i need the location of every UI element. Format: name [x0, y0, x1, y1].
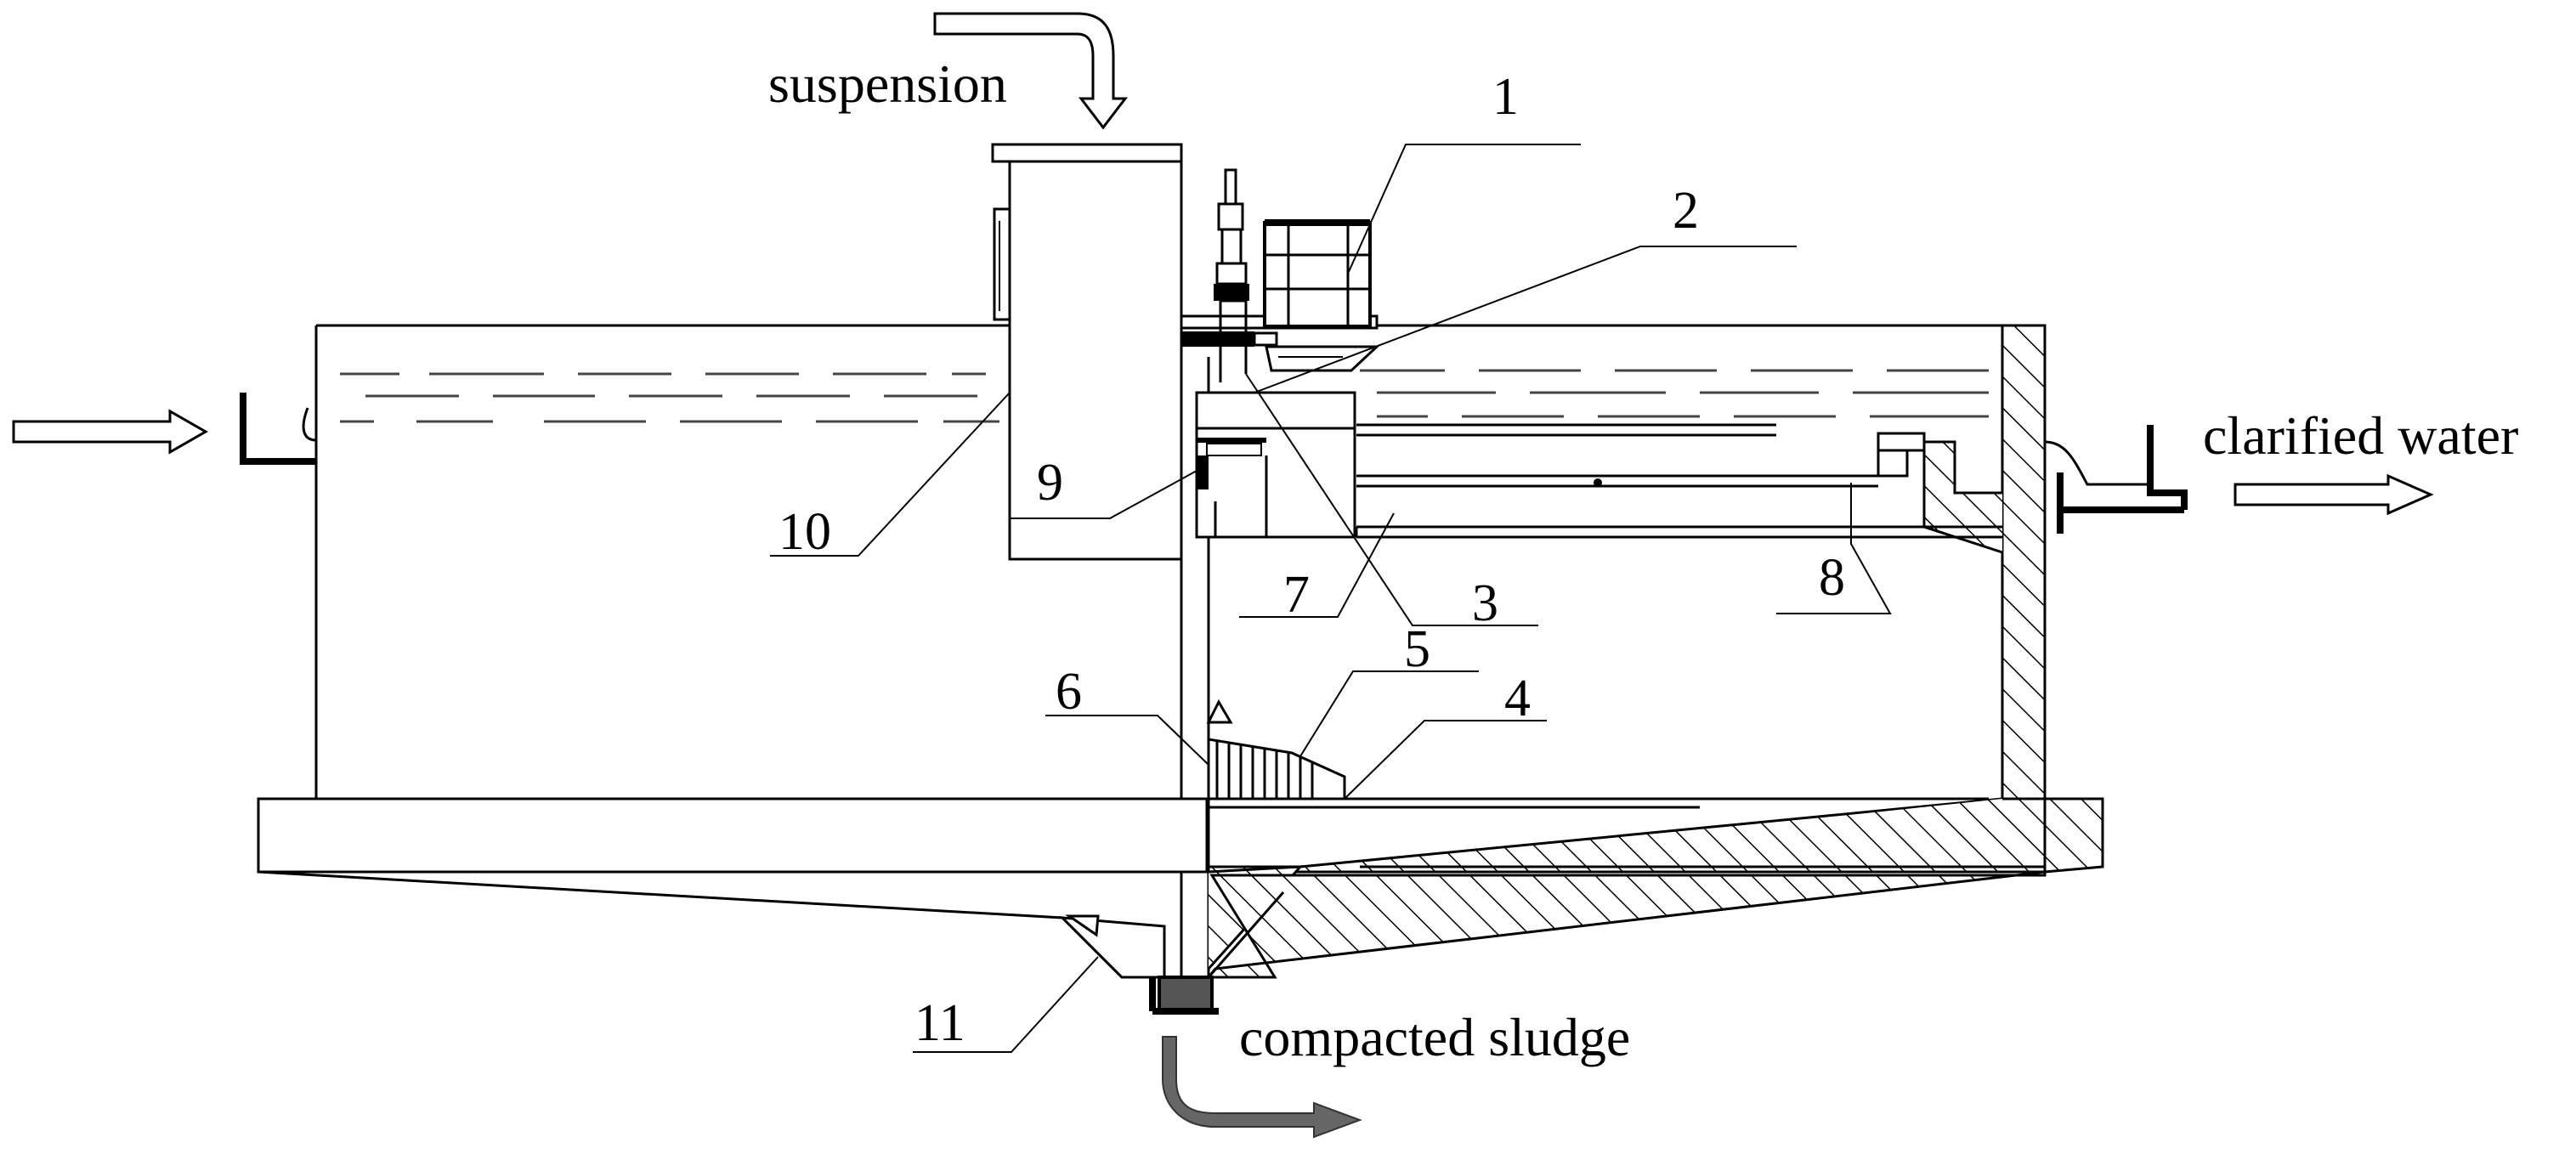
sludge-arrow — [1162, 1036, 1362, 1139]
feed-well — [991, 143, 1183, 561]
inlet-arrow — [12, 409, 209, 455]
callout-8: 8 — [1819, 549, 1845, 607]
scraper-assembly — [1206, 699, 1989, 809]
suspension-feed-arrow — [933, 12, 1129, 130]
callout-11: 11 — [914, 994, 965, 1052]
rotating-arm — [1195, 391, 1356, 539]
suspension-label: suspension — [768, 54, 1007, 114]
sludge-outlet — [1149, 976, 1219, 1015]
callout-7: 7 — [1283, 566, 1310, 624]
outlet-arrow — [2233, 473, 2434, 516]
drive-platform — [1180, 219, 1380, 372]
left-tank-wall — [314, 144, 1011, 799]
callout-2: 2 — [1673, 182, 1699, 240]
callout-9: 9 — [1037, 454, 1063, 512]
water-surface-left — [340, 372, 999, 423]
clarified-water-label: clarified water — [2203, 405, 2518, 466]
compacted-sludge-label: compacted sludge — [1239, 1007, 1630, 1067]
callout-10: 10 — [778, 503, 831, 561]
callout-5: 5 — [1404, 620, 1430, 678]
water-surface-right — [1360, 369, 1989, 418]
base-slab — [257, 797, 1209, 979]
right-tank-wall — [1205, 324, 2104, 979]
callout-3: 3 — [1472, 574, 1498, 632]
outlet-weir — [2044, 425, 2188, 534]
callout-1: 1 — [1492, 68, 1519, 126]
inlet-weir — [240, 393, 318, 465]
drive-motor — [1214, 168, 1249, 382]
leader-lines — [770, 144, 1892, 1053]
callout-4: 4 — [1504, 670, 1531, 727]
callout-6: 6 — [1056, 663, 1082, 721]
